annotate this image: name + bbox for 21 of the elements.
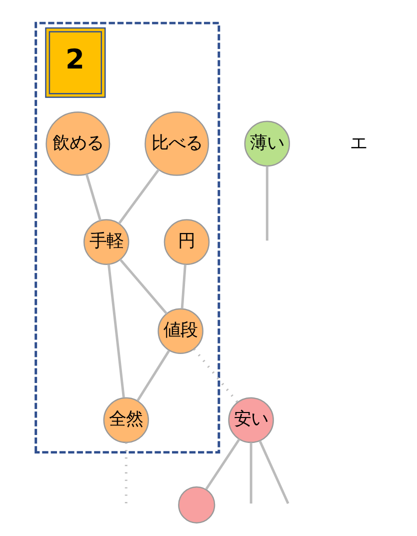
node-circle: 値段 <box>157 308 203 354</box>
node-circle <box>178 486 215 524</box>
connector <box>180 264 186 309</box>
connector <box>136 350 170 402</box>
node-circle: 飲める <box>45 111 110 176</box>
connector <box>204 438 240 490</box>
connector <box>265 166 268 241</box>
connector <box>118 168 160 224</box>
node-circle: 薄い <box>244 120 290 167</box>
connector <box>107 264 124 398</box>
label: エ <box>350 133 367 154</box>
node-circle: 全然 <box>102 397 149 444</box>
connector <box>192 348 238 404</box>
connector <box>258 440 289 504</box>
connector <box>84 174 101 221</box>
connector <box>249 442 252 504</box>
node-circle: 安い <box>228 397 274 444</box>
node-circle: 円 <box>163 219 210 265</box>
node-circle: 手軽 <box>82 219 129 265</box>
node-circle: 比べる <box>144 111 209 176</box>
connector <box>118 258 168 314</box>
